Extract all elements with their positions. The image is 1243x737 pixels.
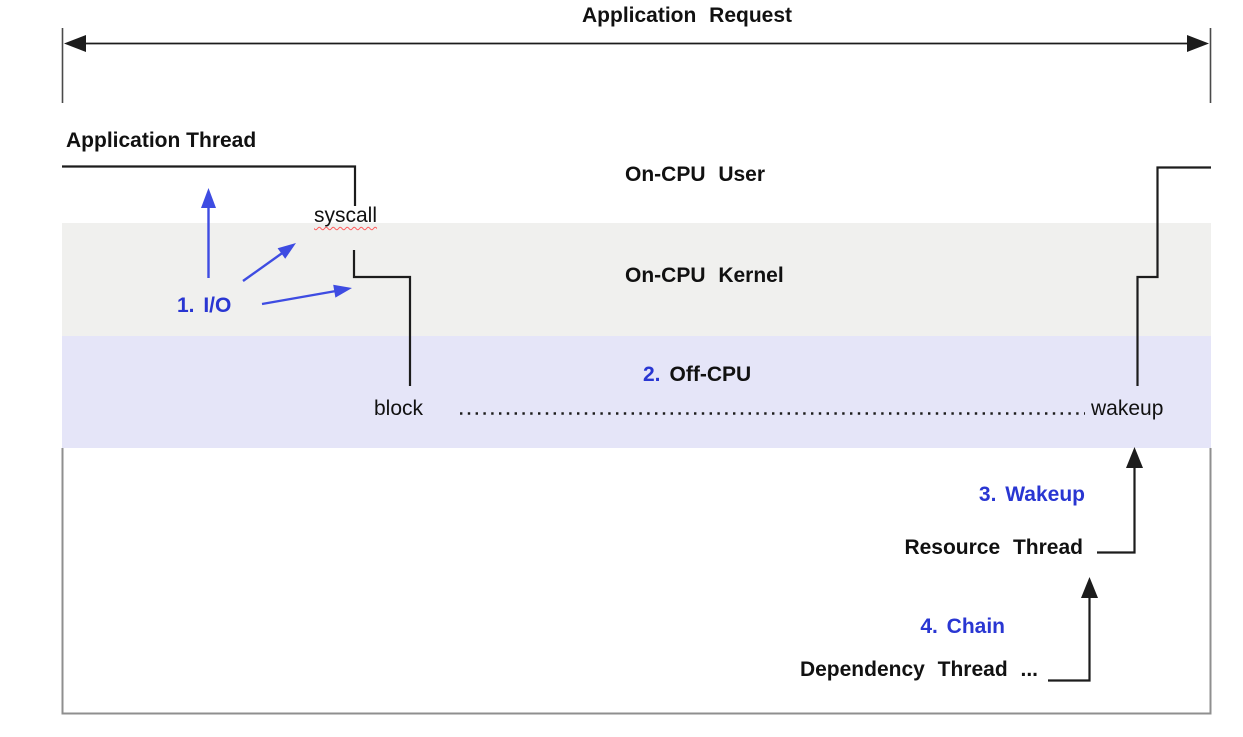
dependency-thread-label: Dependency Thread ... xyxy=(799,658,1038,681)
io-arrow-low-line xyxy=(261,289,337,306)
application-thread-label: Application Thread xyxy=(66,129,257,152)
dependency-chain-arrow-line xyxy=(1048,592,1091,682)
syscall-label: syscall xyxy=(314,204,377,228)
syscall-text: syscall xyxy=(314,204,378,227)
on-cpu-user-label: On-CPU User xyxy=(625,163,766,186)
off-cpu-step-text: Off-CPU xyxy=(669,363,752,386)
step1-io-label: 1. I/O xyxy=(177,294,232,317)
on-cpu-kernel-band xyxy=(62,223,1211,336)
dependency-chain-arrowhead-icon xyxy=(1081,577,1098,598)
io-arrow-diagonal-line xyxy=(242,251,284,282)
off-cpu-band xyxy=(62,336,1211,448)
bottom-box-border xyxy=(61,448,1212,715)
io-arrow-diagonal-head-icon xyxy=(277,243,296,259)
thread-line-oncpu-user xyxy=(62,165,357,206)
thread-line-wakeup-to-oncpu xyxy=(1136,166,1211,386)
thread-line-syscall-to-block xyxy=(352,250,412,386)
resource-wakeup-arrow-line xyxy=(1097,462,1136,554)
step4-chain-label: 4. Chain xyxy=(920,615,1005,638)
io-arrow-up-head-icon xyxy=(201,188,216,208)
off-cpu-label: 2. Off-CPU xyxy=(643,363,751,387)
wakeup-label: wakeup xyxy=(1091,397,1164,420)
block-label: block xyxy=(374,397,424,420)
off-cpu-step-number: 2. xyxy=(643,363,661,386)
arrowhead-right-icon xyxy=(1187,35,1209,52)
step3-wakeup-label: 3. Wakeup xyxy=(978,483,1085,506)
resource-thread-label: Resource Thread xyxy=(904,536,1083,559)
arrowhead-left-icon xyxy=(64,35,86,52)
io-arrow-low-head-icon xyxy=(333,284,352,298)
on-cpu-kernel-label: On-CPU Kernel xyxy=(625,264,784,287)
diagram-title: Application Request xyxy=(582,4,793,27)
resource-wakeup-arrowhead-icon xyxy=(1126,447,1143,468)
